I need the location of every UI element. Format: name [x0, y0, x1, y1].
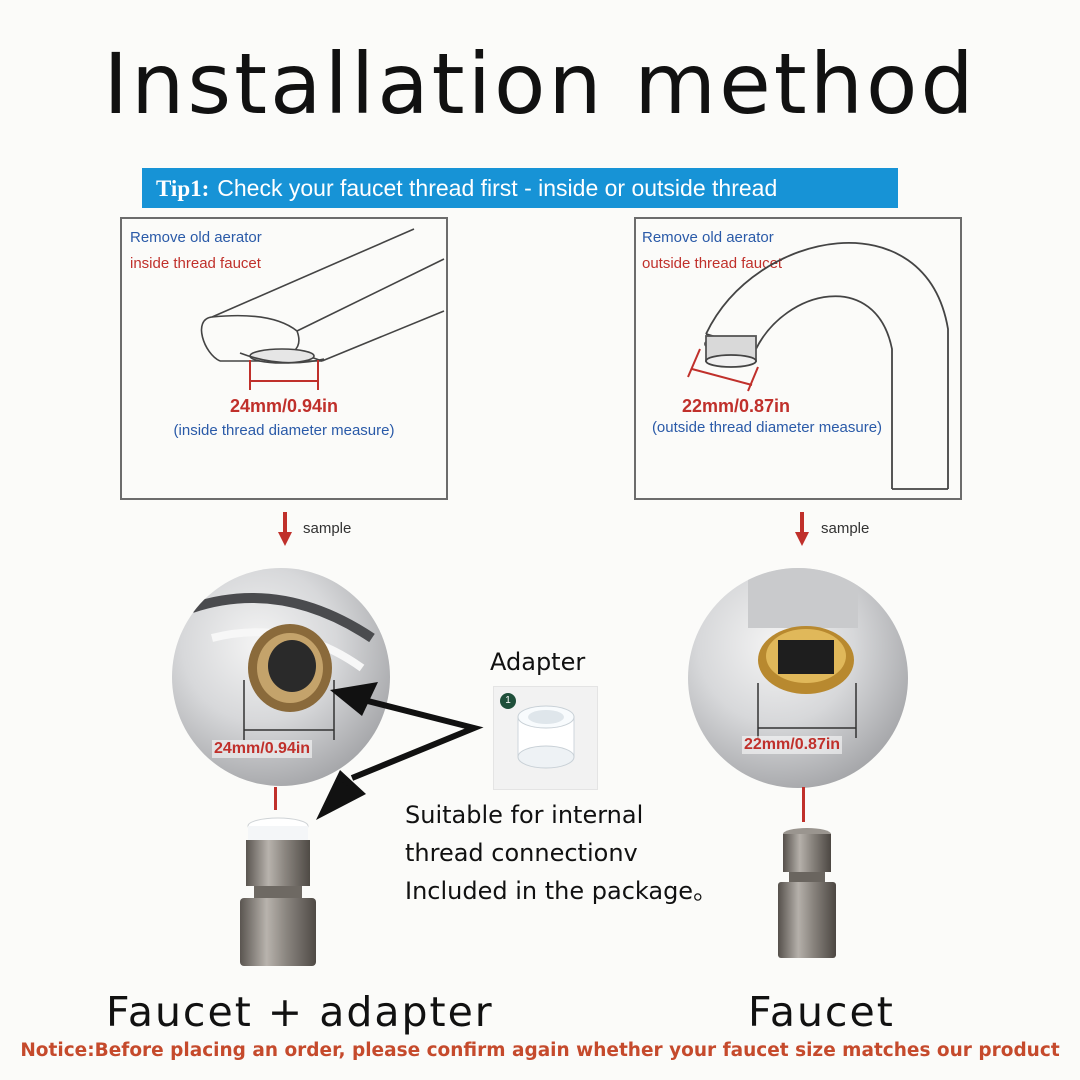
description-line2: thread connectionv: [405, 839, 638, 867]
tip-banner: Tip1: Check your faucet thread first - in…: [142, 168, 898, 208]
right-panel-line1: Remove old aerator: [642, 229, 774, 246]
right-panel-measurement: 22mm/0.87in: [681, 396, 791, 416]
adapter-photo: 1: [493, 686, 598, 790]
outside-thread-faucet-drawing: [687, 242, 949, 490]
sample-label-left: sample: [303, 520, 352, 537]
down-arrow-icon: [795, 512, 809, 546]
right-photo-measurement: 22mm/0.87in: [742, 736, 843, 754]
adapter-label: Adapter: [490, 648, 586, 676]
faucet-label: Faucet: [748, 988, 895, 1036]
inside-thread-faucet-drawing: [200, 228, 445, 390]
description-line1: Suitable for internal: [405, 801, 644, 829]
left-panel-measurement: 24mm/0.94in: [229, 396, 339, 416]
down-arrow-icon: [278, 512, 292, 546]
faucet-product: [778, 828, 836, 958]
connector-line: [802, 787, 805, 822]
adapter-badge: 1: [500, 693, 516, 709]
left-panel-note: (inside thread diameter measure): [173, 422, 395, 439]
right-panel-line2: outside thread faucet: [642, 255, 783, 272]
page-title: Installation method: [103, 35, 977, 133]
outside-thread-faucet-photo: 22mm/0.87in: [688, 568, 908, 788]
left-panel-line1: Remove old aerator: [130, 229, 262, 246]
faucet-with-adapter-product: [240, 817, 316, 966]
inside-thread-panel: Remove old aerator inside thread faucet …: [120, 217, 448, 500]
pointer-arrows: [316, 682, 484, 820]
sample-label-right: sample: [821, 520, 870, 537]
left-photo-measurement: 24mm/0.94in: [212, 740, 313, 758]
connector-line: [274, 787, 277, 810]
left-panel-line2: inside thread faucet: [130, 255, 261, 272]
adapter-description: Suitable for internal thread connectionv…: [405, 796, 717, 910]
inside-thread-faucet-photo: 24mm/0.94in: [172, 568, 390, 786]
outside-thread-panel: Remove old aerator outside thread faucet…: [634, 217, 962, 500]
tip-text: Check your faucet thread first - inside …: [217, 175, 778, 201]
tip-prefix: Tip1:: [156, 176, 210, 201]
faucet-adapter-label: Faucet + adapter: [106, 988, 494, 1036]
right-panel-note: (outside thread diameter measure): [651, 419, 883, 436]
notice-text: Notice:Before placing an order, please c…: [20, 1040, 1060, 1061]
description-line3: Included in the package。: [405, 877, 718, 905]
